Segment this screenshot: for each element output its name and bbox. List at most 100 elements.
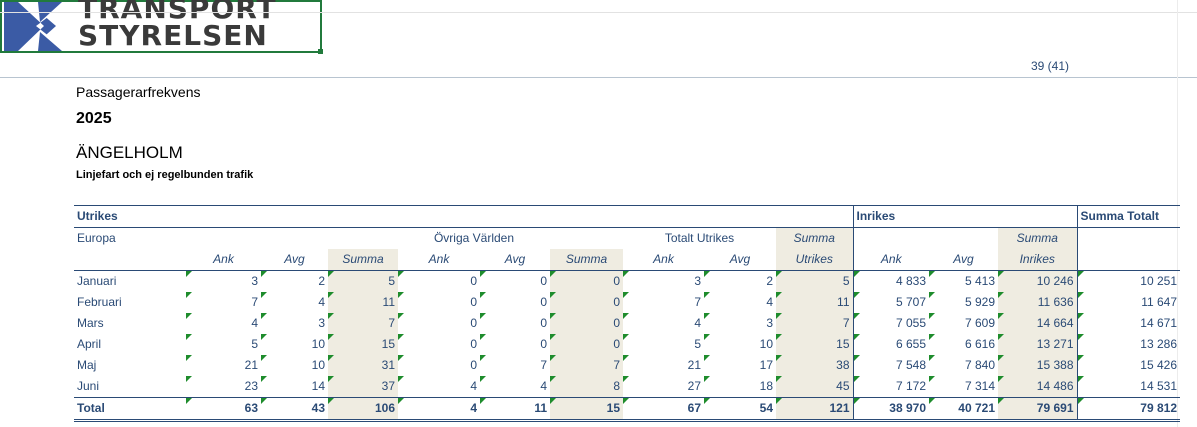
- cell-summa-inrikes[interactable]: 10 246: [998, 270, 1078, 292]
- cell-europa-ank[interactable]: 4: [186, 313, 261, 334]
- cell-europa-ank[interactable]: 3: [186, 270, 261, 293]
- cell-totalt-ank[interactable]: 21: [623, 355, 704, 376]
- cell-totalt-avg[interactable]: 54: [704, 397, 776, 422]
- cell-summa-inrikes[interactable]: 79 691: [998, 397, 1078, 422]
- cell-europa-ank[interactable]: 5: [186, 334, 261, 355]
- cell-inrikes-ank[interactable]: 5 707: [853, 292, 929, 313]
- total-label[interactable]: Total: [74, 397, 186, 422]
- cell-europa-avg[interactable]: 3: [261, 313, 328, 334]
- cell-ovriga-avg[interactable]: 0: [480, 270, 550, 293]
- cell-ovriga-avg[interactable]: 11: [480, 397, 550, 422]
- cell-summa-utrikes[interactable]: 45: [776, 376, 854, 398]
- cell-ovriga-ank[interactable]: 4: [398, 376, 480, 398]
- cell-summa-totalt[interactable]: 10 251: [1077, 270, 1180, 293]
- cell-inrikes-avg[interactable]: 7 314: [929, 376, 998, 398]
- cell-summa-totalt[interactable]: 15 426: [1077, 355, 1180, 376]
- cell-summa-totalt[interactable]: 13 286: [1077, 334, 1180, 355]
- cell-summa-inrikes[interactable]: 13 271: [998, 334, 1078, 355]
- cell-europa-summa[interactable]: 5: [328, 270, 398, 292]
- transportstyrelsen-logo-icon: [4, 2, 64, 51]
- cell-europa-avg[interactable]: 14: [261, 376, 328, 398]
- cell-europa-summa[interactable]: 7: [328, 313, 398, 334]
- cell-ovriga-ank[interactable]: 0: [398, 313, 480, 334]
- cell-inrikes-ank[interactable]: 7 055: [853, 313, 929, 334]
- cell-totalt-ank[interactable]: 67: [623, 397, 704, 422]
- cell-summa-utrikes[interactable]: 7: [776, 313, 854, 334]
- row-month-label[interactable]: Maj: [77, 358, 97, 372]
- cell-totalt-ank[interactable]: 5: [623, 334, 704, 355]
- cell-summa-totalt[interactable]: 11 647: [1077, 292, 1180, 313]
- cell-ovriga-summa[interactable]: 0: [550, 292, 623, 313]
- cell-summa-utrikes[interactable]: 38: [776, 355, 854, 376]
- cell-ovriga-avg[interactable]: 0: [480, 313, 550, 334]
- row-month-label[interactable]: Mars: [77, 316, 104, 330]
- cell-inrikes-avg[interactable]: 5 929: [929, 292, 998, 313]
- cell-europa-summa[interactable]: 31: [328, 355, 398, 376]
- cell-ovriga-summa[interactable]: 7: [550, 355, 623, 376]
- cell-summa-utrikes[interactable]: 121: [776, 397, 854, 422]
- cell-europa-summa[interactable]: 11: [328, 292, 398, 313]
- cell-summa-inrikes[interactable]: 14 664: [998, 313, 1078, 334]
- cell-summa-utrikes[interactable]: 11: [776, 292, 854, 313]
- selection-handle[interactable]: [318, 49, 323, 54]
- row-month-label[interactable]: Juni: [77, 379, 100, 393]
- cell-summa-totalt[interactable]: 14 671: [1077, 313, 1180, 334]
- cell-ovriga-summa[interactable]: 15: [550, 397, 623, 422]
- cell-inrikes-ank[interactable]: 38 970: [853, 397, 929, 422]
- cell-ovriga-avg[interactable]: 4: [480, 376, 550, 398]
- cell-totalt-ank[interactable]: 4: [623, 313, 704, 334]
- cell-europa-avg[interactable]: 4: [261, 292, 328, 313]
- cell-totalt-ank[interactable]: 3: [623, 270, 704, 293]
- cell-inrikes-avg[interactable]: 7 840: [929, 355, 998, 376]
- cell-ovriga-summa[interactable]: 0: [550, 313, 623, 334]
- cell-inrikes-ank[interactable]: 7 172: [853, 376, 929, 398]
- cell-totalt-avg[interactable]: 18: [704, 376, 776, 398]
- cell-totalt-avg[interactable]: 4: [704, 292, 776, 313]
- cell-europa-avg[interactable]: 10: [261, 334, 328, 355]
- cell-inrikes-ank[interactable]: 4 833: [853, 270, 929, 293]
- cell-totalt-ank[interactable]: 27: [623, 376, 704, 398]
- cell-summa-totalt[interactable]: 79 812: [1077, 397, 1180, 422]
- cell-ovriga-summa[interactable]: 0: [550, 334, 623, 355]
- cell-europa-ank[interactable]: 7: [186, 292, 261, 313]
- cell-summa-inrikes[interactable]: 14 486: [998, 376, 1078, 398]
- cell-europa-avg[interactable]: 10: [261, 355, 328, 376]
- cell-europa-ank[interactable]: 21: [186, 355, 261, 376]
- cell-ovriga-avg[interactable]: 0: [480, 334, 550, 355]
- cell-europa-ank[interactable]: 23: [186, 376, 261, 398]
- cell-inrikes-ank[interactable]: 7 548: [853, 355, 929, 376]
- cell-europa-avg[interactable]: 43: [261, 397, 328, 422]
- cell-summa-utrikes[interactable]: 15: [776, 334, 854, 355]
- cell-ovriga-ank[interactable]: 0: [398, 334, 480, 355]
- cell-totalt-avg[interactable]: 3: [704, 313, 776, 334]
- cell-totalt-avg[interactable]: 2: [704, 270, 776, 293]
- cell-totalt-ank[interactable]: 7: [623, 292, 704, 313]
- cell-ovriga-summa[interactable]: 8: [550, 376, 623, 398]
- cell-ovriga-avg[interactable]: 7: [480, 355, 550, 376]
- cell-ovriga-ank[interactable]: 0: [398, 292, 480, 313]
- cell-summa-utrikes[interactable]: 5: [776, 270, 854, 292]
- cell-europa-summa[interactable]: 106: [328, 397, 398, 422]
- cell-europa-summa[interactable]: 37: [328, 376, 398, 398]
- cell-ovriga-summa[interactable]: 0: [550, 270, 623, 292]
- cell-europa-summa[interactable]: 15: [328, 334, 398, 355]
- cell-totalt-avg[interactable]: 17: [704, 355, 776, 376]
- cell-summa-inrikes[interactable]: 11 636: [998, 292, 1078, 313]
- cell-totalt-avg[interactable]: 10: [704, 334, 776, 355]
- row-month-label[interactable]: Februari: [77, 295, 122, 309]
- cell-ovriga-ank[interactable]: 0: [398, 270, 480, 293]
- cell-ovriga-ank[interactable]: 0: [398, 355, 480, 376]
- cell-ovriga-ank[interactable]: 4: [398, 397, 480, 422]
- cell-europa-ank[interactable]: 63: [186, 397, 261, 422]
- cell-inrikes-avg[interactable]: 6 616: [929, 334, 998, 355]
- cell-inrikes-avg[interactable]: 5 413: [929, 270, 998, 293]
- cell-europa-avg[interactable]: 2: [261, 270, 328, 293]
- cell-ovriga-avg[interactable]: 0: [480, 292, 550, 313]
- row-month-label[interactable]: April: [77, 337, 102, 351]
- cell-summa-totalt[interactable]: 14 531: [1077, 376, 1180, 398]
- row-month-label[interactable]: Januari: [77, 274, 117, 288]
- cell-inrikes-avg[interactable]: 7 609: [929, 313, 998, 334]
- cell-summa-inrikes[interactable]: 15 388: [998, 355, 1078, 376]
- cell-inrikes-avg[interactable]: 40 721: [929, 397, 998, 422]
- cell-inrikes-ank[interactable]: 6 655: [853, 334, 929, 355]
